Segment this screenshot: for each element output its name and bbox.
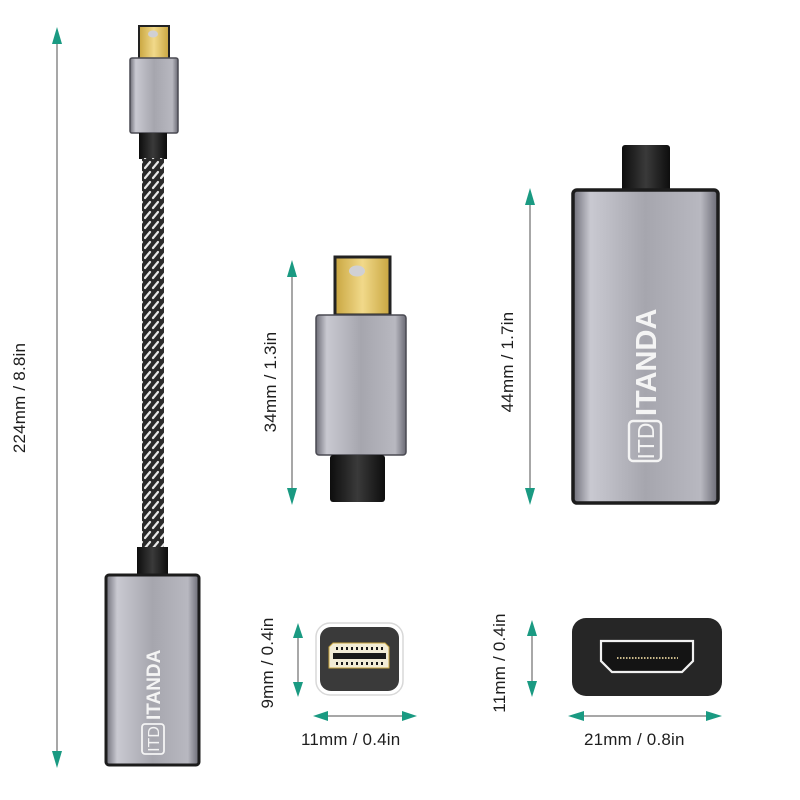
mdp-plug-length-label: 34mm / 1.3in — [261, 331, 280, 433]
hdmi-face-height-label: 11mm / 0.4in — [490, 613, 509, 713]
logo-text: ITANDA — [144, 649, 165, 720]
mdp-face-width-label: 11mm / 0.4in — [301, 730, 401, 749]
mini-dp-face-illustration — [293, 622, 417, 721]
hdmi-housing-length-label: 44mm / 1.7in — [498, 311, 517, 413]
svg-text:ITANDA: ITANDA — [631, 309, 663, 416]
hdmi-face-illustration — [527, 618, 722, 721]
hdmi-face-width-label: 21mm / 0.8in — [584, 730, 685, 749]
hdmi-housing-illustration: ITD ITANDA — [525, 145, 720, 505]
full-cable-illustration: ITD ITANDA — [52, 25, 201, 768]
mdp-face-height-label: 9mm / 0.4in — [258, 617, 277, 709]
mini-dp-plug-illustration — [287, 255, 407, 505]
svg-text:ITD: ITD — [633, 422, 659, 459]
logo-box-text: ITD — [146, 726, 163, 752]
cable-length-label: 224mm / 8.8in — [10, 342, 29, 454]
